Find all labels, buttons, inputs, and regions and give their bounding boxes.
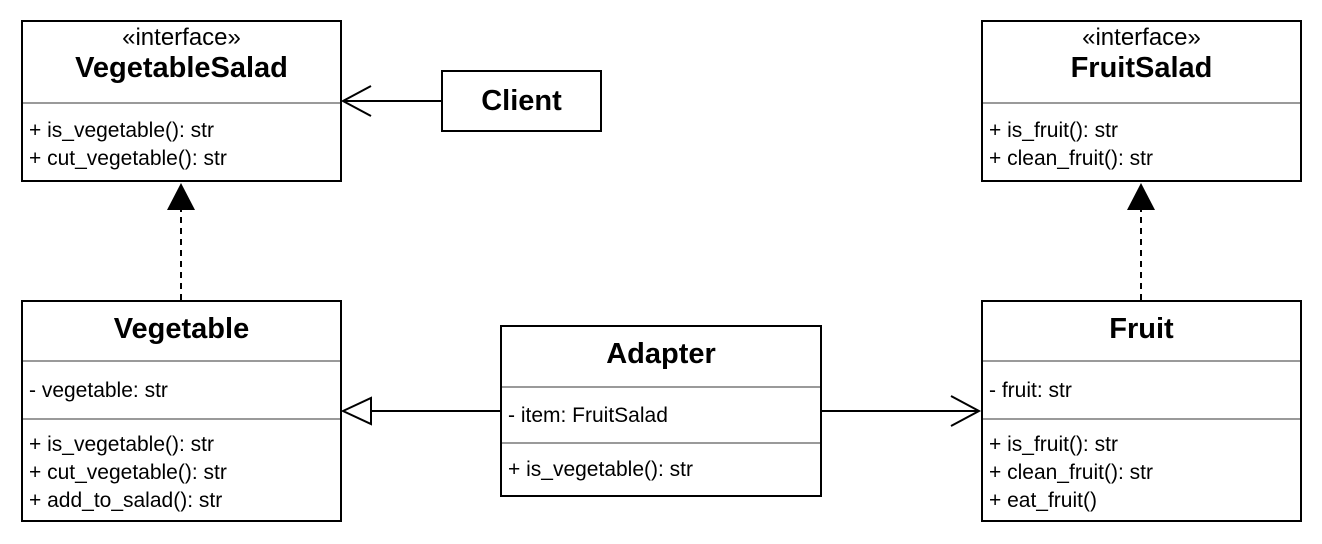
compartment-divider [23,360,340,362]
stereotype-label: «interface» [1082,24,1201,51]
compartment-divider [502,386,820,388]
method-item: + is_fruit(): str [989,433,1118,456]
class-name: Adapter [606,338,716,370]
method-item: + is_vegetable(): str [508,458,694,481]
client-class-box[interactable]: Client [441,70,602,132]
association-arrowhead [950,395,982,427]
client-arrowhead [340,85,372,117]
attribute-item: - item: FruitSalad [508,404,668,427]
generalization-arrowhead [340,396,372,426]
compartment-divider [23,102,340,104]
method-list: + is_vegetable(): str [508,456,693,484]
compartment-divider [983,360,1300,362]
vegetable-class-box[interactable]: Vegetable - vegetable: str + is_vegetabl… [21,300,342,522]
method-list: + is_fruit(): str + clean_fruit(): str +… [989,431,1153,515]
method-item: + clean_fruit(): str [989,461,1153,484]
compartment-divider [983,418,1300,420]
method-item: + cut_vegetable(): str [29,147,227,170]
method-item: + cut_vegetable(): str [29,461,227,484]
method-list: + is_vegetable(): str + cut_vegetable():… [29,117,227,173]
compartment-divider [983,102,1300,104]
method-item: + eat_fruit() [989,489,1097,512]
attribute-list: - item: FruitSalad [508,402,668,430]
compartment-divider [502,442,820,444]
class-name: Client [481,85,562,117]
method-item: + is_vegetable(): str [29,119,215,142]
method-item: + is_fruit(): str [989,119,1118,142]
vegetablesalad-class-box[interactable]: «interface» VegetableSalad + is_vegetabl… [21,20,342,182]
class-name: Vegetable [113,313,250,345]
fruit-class-box[interactable]: Fruit - fruit: str + is_fruit(): str + c… [981,300,1302,522]
method-list: + is_vegetable(): str + cut_vegetable():… [29,431,227,515]
method-item: + is_vegetable(): str [29,433,215,456]
vegetable-realization-arrowhead [167,183,195,210]
method-item: + add_to_salad(): str [29,489,223,512]
attribute-item: - fruit: str [989,379,1072,402]
method-list: + is_fruit(): str + clean_fruit(): str [989,117,1153,173]
attribute-item: - vegetable: str [29,379,168,402]
method-item: + clean_fruit(): str [989,147,1153,170]
stereotype-label: «interface» [122,24,241,51]
attribute-list: - vegetable: str [29,377,168,405]
class-name: VegetableSalad [75,52,288,84]
attribute-list: - fruit: str [989,377,1072,405]
compartment-divider [23,418,340,420]
class-name: Fruit [1109,313,1174,345]
fruitsalad-class-box[interactable]: «interface» FruitSalad + is_fruit(): str… [981,20,1302,182]
fruit-realization-arrowhead [1127,183,1155,210]
adapter-class-box[interactable]: Adapter - item: FruitSalad + is_vegetabl… [500,325,822,497]
class-name: FruitSalad [1070,52,1213,84]
